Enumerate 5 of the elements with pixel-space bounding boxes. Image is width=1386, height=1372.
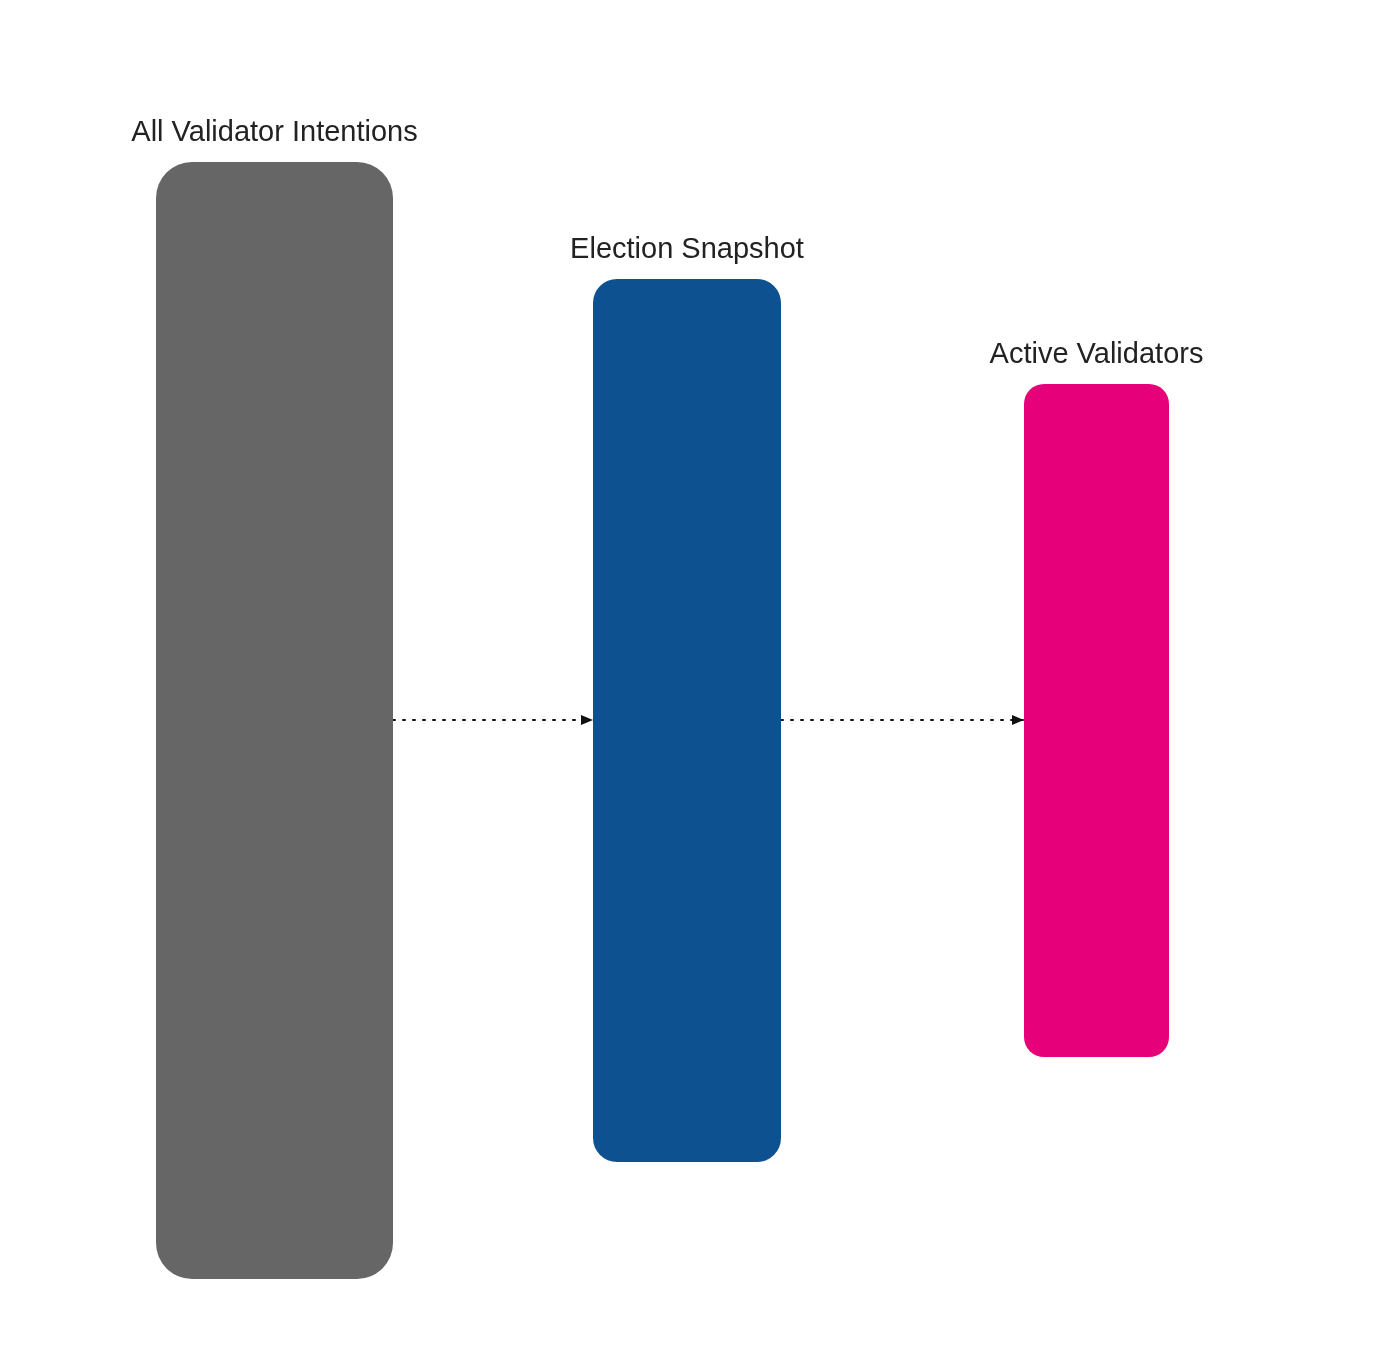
column-heading: Active Validators xyxy=(989,336,1204,371)
dotted-arrow xyxy=(780,715,1025,725)
column-heading: All Validator Intentions xyxy=(131,114,418,149)
dotted-arrow xyxy=(392,715,594,725)
column-heading: Election Snapshot xyxy=(570,231,804,266)
